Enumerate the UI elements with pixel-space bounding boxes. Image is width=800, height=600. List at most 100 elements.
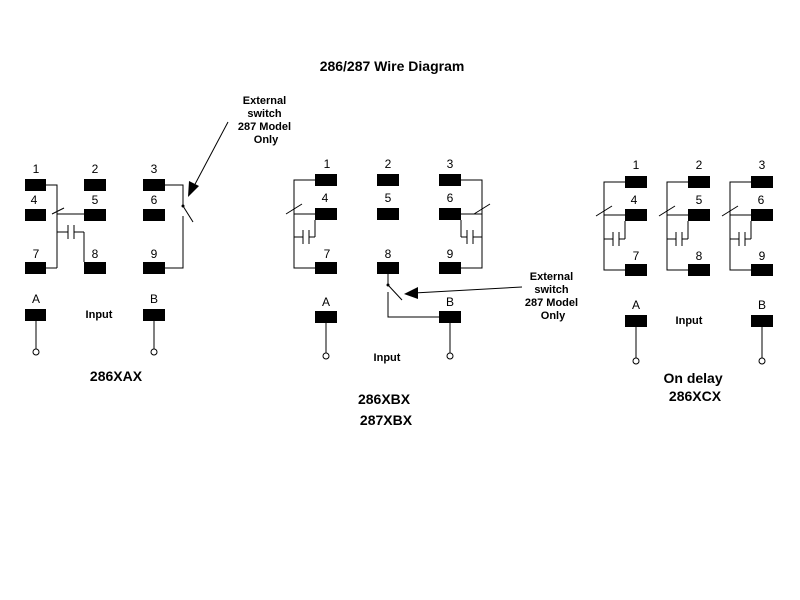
terminal-9 xyxy=(143,262,165,274)
pin-label-8: 8 xyxy=(385,247,392,261)
terminal-5 xyxy=(84,209,106,221)
terminal-6 xyxy=(439,208,461,220)
wire xyxy=(293,179,315,269)
terminal-1 xyxy=(625,176,647,188)
pin-label-9: 9 xyxy=(759,249,766,263)
diagram-286xbx: 1 2 3 4 5 6 7 8 9 Ext xyxy=(285,157,581,428)
nc-contact xyxy=(595,205,613,217)
terminal-9 xyxy=(439,262,461,274)
input-b-label: B xyxy=(150,292,158,306)
terminal-3 xyxy=(751,176,773,188)
no-contact xyxy=(604,221,626,246)
terminal-7 xyxy=(625,264,647,276)
pin-label-2: 2 xyxy=(385,157,392,171)
model-name: 286XAX xyxy=(90,368,143,384)
wire xyxy=(387,274,439,318)
terminal-2 xyxy=(688,176,710,188)
callout-arrow xyxy=(413,286,523,294)
wire xyxy=(729,181,751,271)
terminal-3 xyxy=(143,179,165,191)
terminal-5 xyxy=(688,209,710,221)
external-switch xyxy=(387,284,403,301)
no-contact xyxy=(294,220,316,244)
terminal-5 xyxy=(377,208,399,220)
lead-a-end xyxy=(322,352,330,360)
switch-pivot xyxy=(181,204,185,208)
nc-contact xyxy=(721,205,739,217)
nc-contact xyxy=(473,203,491,215)
pin-label-3: 3 xyxy=(759,158,766,172)
input-label: Input xyxy=(676,315,703,327)
input-a-label: A xyxy=(32,292,40,306)
pin-label-6: 6 xyxy=(151,193,158,207)
terminal-4 xyxy=(625,209,647,221)
lead-b-end xyxy=(758,357,766,365)
terminal-a xyxy=(25,309,46,321)
terminal-6 xyxy=(751,209,773,221)
terminal-6 xyxy=(143,209,165,221)
diagram-286xcx: 1 2 3 4 5 6 7 8 9 A B xyxy=(595,158,773,404)
pin-label-8: 8 xyxy=(92,247,99,261)
input-b-label: B xyxy=(446,295,454,309)
pin-label-6: 6 xyxy=(447,191,454,205)
pin-label-5: 5 xyxy=(92,193,99,207)
pin-label-9: 9 xyxy=(151,247,158,261)
external-switch xyxy=(182,205,194,223)
terminal-1 xyxy=(315,174,337,186)
terminal-9 xyxy=(751,264,773,276)
terminal-7 xyxy=(315,262,337,274)
terminal-b xyxy=(143,309,165,321)
no-contact xyxy=(730,221,752,246)
terminal-8 xyxy=(688,264,710,276)
pin-label-9: 9 xyxy=(447,247,454,261)
callout-arrow xyxy=(192,121,229,189)
input-a-label: A xyxy=(322,295,330,309)
wire xyxy=(56,205,84,220)
lead-a-end xyxy=(32,348,40,356)
pin-label-4: 4 xyxy=(31,193,38,207)
pin-label-4: 4 xyxy=(322,191,329,205)
terminal-a xyxy=(625,315,647,327)
terminal-1 xyxy=(25,179,46,191)
nc-contact xyxy=(51,207,65,215)
pin-label-3: 3 xyxy=(447,157,454,171)
pin-label-6: 6 xyxy=(758,193,765,207)
input-a-label: A xyxy=(632,298,640,312)
pin-label-5: 5 xyxy=(385,191,392,205)
arrowhead xyxy=(188,181,199,197)
lead-b-end xyxy=(150,348,158,356)
external-switch-label: External switch 287 Model Only xyxy=(525,271,581,322)
pin-label-7: 7 xyxy=(33,247,40,261)
terminal-3 xyxy=(439,174,461,186)
lead-b-end xyxy=(446,352,454,360)
model-name: On delay 286XCX xyxy=(663,370,726,404)
terminal-8 xyxy=(84,262,106,274)
nc-contact xyxy=(658,205,676,217)
switch-pivot xyxy=(386,283,390,287)
pin-label-5: 5 xyxy=(696,193,703,207)
pin-label-1: 1 xyxy=(633,158,640,172)
pin-label-2: 2 xyxy=(696,158,703,172)
pin-label-1: 1 xyxy=(33,162,40,176)
terminal-b xyxy=(439,311,461,323)
terminal-a xyxy=(315,311,337,323)
input-label: Input xyxy=(374,352,401,364)
arrowhead xyxy=(404,287,418,299)
wire xyxy=(46,184,68,269)
terminal-8 xyxy=(377,262,399,274)
wire xyxy=(666,181,688,271)
pin-label-7: 7 xyxy=(324,247,331,261)
terminal-2 xyxy=(377,174,399,186)
pin-label-8: 8 xyxy=(696,249,703,263)
pin-label-2: 2 xyxy=(92,162,99,176)
external-switch-label: External switch 287 Model Only xyxy=(238,95,294,146)
nc-contact xyxy=(285,203,303,215)
terminal-2 xyxy=(84,179,106,191)
terminal-7 xyxy=(25,262,46,274)
pin-label-7: 7 xyxy=(633,249,640,263)
terminal-4 xyxy=(315,208,337,220)
lead-a-end xyxy=(632,357,640,365)
input-b-label: B xyxy=(758,298,766,312)
model-name: 286XBX 287XBX xyxy=(358,391,414,428)
